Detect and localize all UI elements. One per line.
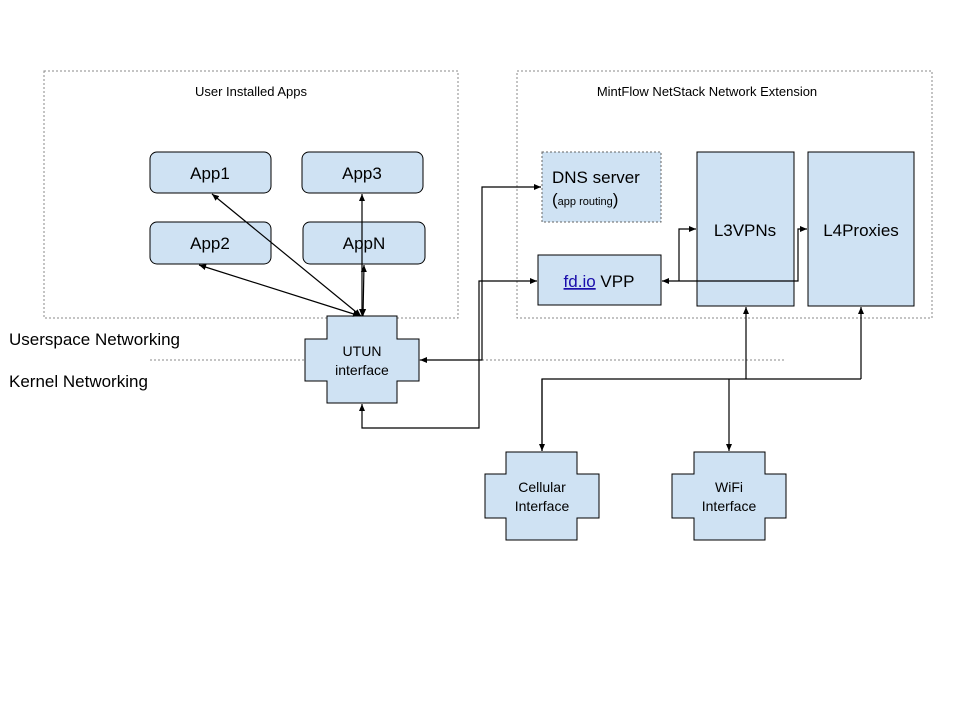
vpp-l3-arrow	[678, 226, 696, 281]
svg-text:WiFi: WiFi	[715, 479, 743, 495]
vpp-l4-arrow	[662, 226, 807, 284]
svg-text:Interface: Interface	[515, 498, 570, 514]
svg-text:AppN: AppN	[343, 234, 386, 253]
app3-box: App3	[301, 151, 424, 194]
utun-vpp-arrow	[359, 278, 537, 429]
l3vpns-box: L3VPNs	[696, 151, 795, 307]
svg-text:DNS server: DNS server	[552, 168, 640, 187]
app2-box: App2	[149, 221, 272, 265]
svg-text:L3VPNs: L3VPNs	[714, 221, 776, 240]
svg-text:L4Proxies: L4Proxies	[823, 221, 899, 240]
svg-text:Cellular: Cellular	[518, 479, 566, 495]
svg-text:App1: App1	[190, 164, 230, 183]
cellular-interface: Cellular Interface	[484, 451, 600, 541]
l4proxies-box: L4Proxies	[807, 151, 915, 307]
svg-text:UTUN: UTUN	[343, 343, 382, 359]
svg-text:fd.io VPP: fd.io VPP	[564, 272, 635, 291]
fdio-link[interactable]: fd.io	[564, 272, 596, 291]
svg-text:App2: App2	[190, 234, 230, 253]
svg-text:interface: interface	[335, 362, 389, 378]
bus-line	[541, 378, 861, 451]
vpp-box: fd.io VPP	[537, 254, 662, 306]
svg-text:App3: App3	[342, 164, 382, 183]
wifi-interface: WiFi Interface	[671, 451, 787, 541]
svg-text:(app routing): (app routing)	[552, 190, 618, 209]
appn-box: AppN	[302, 221, 426, 265]
utun-app2-arrow	[198, 264, 361, 317]
utun-interface: UTUN interface	[304, 315, 420, 404]
dns-server-box: DNS server (app routing)	[541, 151, 662, 223]
svg-text:Interface: Interface	[702, 498, 757, 514]
userspace-label: Userspace Networking	[9, 330, 180, 349]
extension-title: MintFlow NetStack Network Extension	[597, 84, 817, 99]
utun-appn-arrow	[360, 264, 367, 317]
connectors	[198, 184, 864, 451]
user-apps-title: User Installed Apps	[195, 84, 308, 99]
app1-box: App1	[149, 151, 272, 194]
utun-dns-arrow	[420, 184, 541, 363]
kernel-label: Kernel Networking	[9, 372, 148, 391]
